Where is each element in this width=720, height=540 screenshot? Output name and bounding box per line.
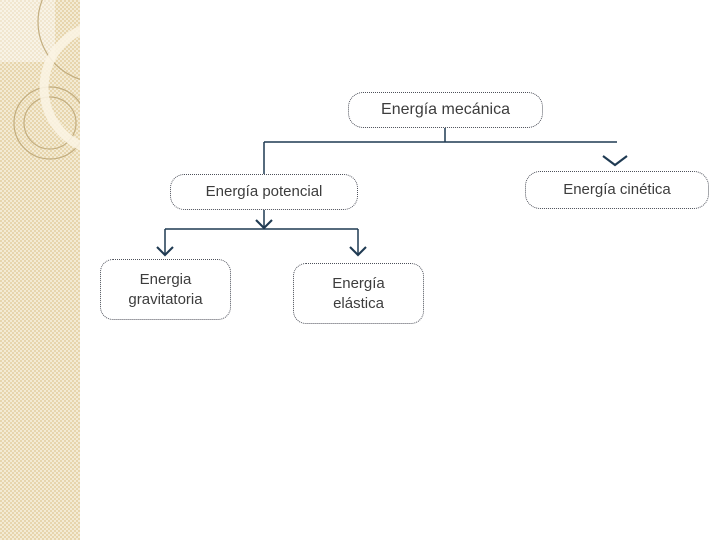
node-label: Energía potencial <box>205 183 323 201</box>
node-energia-gravitatoria: Energia gravitatoria <box>100 259 231 320</box>
node-energia-potencial: Energía potencial <box>170 174 358 210</box>
cream-arc-decoration <box>39 25 80 151</box>
node-label: Energía mecánica <box>381 100 510 118</box>
ring-outer-decoration <box>13 86 80 160</box>
node-energia-elastica: Energía elástica <box>293 263 424 324</box>
node-label: Energía elástica <box>332 275 385 312</box>
node-label: Energia gravitatoria <box>128 271 203 308</box>
ring-inner-decoration <box>23 96 77 150</box>
connector-root-to-children <box>263 128 617 174</box>
connector-potencial-to-children <box>164 210 359 254</box>
sidebar-decoration-band <box>0 0 80 540</box>
node-label: Energía cinética <box>563 181 671 199</box>
sidebar-art <box>0 0 80 160</box>
node-energia-cinetica: Energía cinética <box>525 171 709 209</box>
node-energia-mecanica: Energía mecánica <box>348 92 543 128</box>
thin-circle-decoration <box>37 0 80 80</box>
